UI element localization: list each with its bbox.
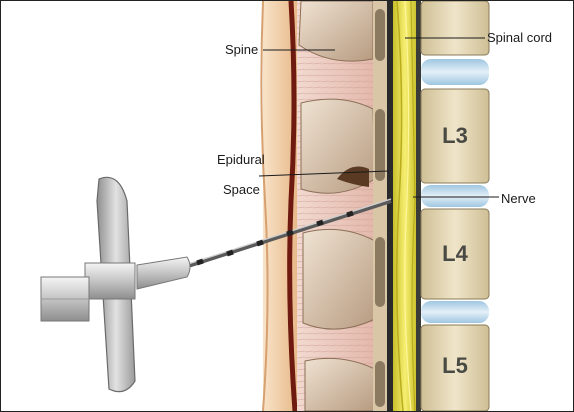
epidural-space-band bbox=[387, 1, 393, 411]
disc bbox=[421, 59, 489, 85]
svg-text:Nerve: Nerve bbox=[501, 191, 536, 206]
vertebra-label-l4: L4 bbox=[442, 241, 468, 266]
disc bbox=[421, 301, 489, 323]
disc bbox=[421, 185, 489, 207]
svg-text:Spinal cord: Spinal cord bbox=[487, 30, 552, 45]
svg-text:Space: Space bbox=[223, 182, 260, 197]
svg-text:Epidural: Epidural bbox=[217, 152, 265, 167]
svg-text:Spine: Spine bbox=[225, 42, 258, 57]
vertebral-bodies: L3 L4 L5 bbox=[421, 1, 489, 411]
spinal-cord bbox=[393, 1, 421, 411]
vertebra-label-l5: L5 bbox=[442, 353, 468, 378]
syringe-hub-icon bbox=[41, 177, 190, 391]
skin-layer bbox=[261, 1, 297, 411]
vertebra-label-l3: L3 bbox=[442, 123, 468, 148]
